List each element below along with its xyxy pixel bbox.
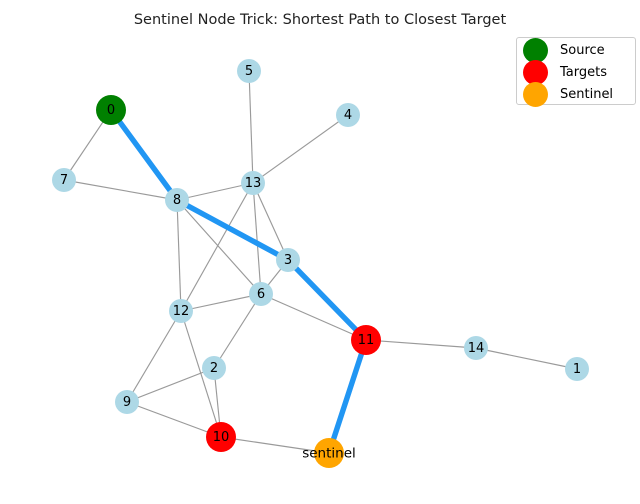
graph-node-3[interactable] xyxy=(276,248,300,272)
graph-edge xyxy=(285,257,369,343)
graph-node-7[interactable] xyxy=(52,168,76,192)
graph-node-10[interactable] xyxy=(206,422,236,452)
graph-edge xyxy=(252,182,289,261)
graph-edge xyxy=(326,337,369,456)
graph-node-5[interactable] xyxy=(237,59,261,83)
graph-node-6[interactable] xyxy=(249,282,273,306)
graph-edge xyxy=(63,179,178,201)
graph-edge xyxy=(176,199,182,312)
graph-edge xyxy=(475,347,578,370)
graph-node-14[interactable] xyxy=(464,336,488,360)
legend-dot-targets xyxy=(523,59,548,85)
graph-edge xyxy=(248,70,254,184)
graph-edge xyxy=(176,182,254,201)
graph-edge xyxy=(180,293,262,312)
legend-item-sentinel: Sentinel xyxy=(523,81,614,107)
graph-edge xyxy=(126,367,215,403)
graph-node-9[interactable] xyxy=(115,390,139,414)
graph-node-12[interactable] xyxy=(169,299,193,323)
graph-edge xyxy=(252,182,262,295)
graph-edge xyxy=(260,293,367,341)
graph-node-11[interactable] xyxy=(351,325,381,355)
graph-node-8[interactable] xyxy=(165,188,189,212)
graph-node-0[interactable] xyxy=(96,95,126,125)
graph-edge xyxy=(180,182,254,312)
legend: Source Targets Sentinel xyxy=(516,37,636,107)
graph-edge xyxy=(126,401,222,438)
graph-edge xyxy=(252,114,349,184)
legend-label-targets: Targets xyxy=(560,64,607,80)
graph-node-sentinel[interactable] xyxy=(314,438,344,468)
graph-node-4[interactable] xyxy=(336,103,360,127)
highlighted-path-layer xyxy=(108,107,369,456)
graph-node-1[interactable] xyxy=(565,357,589,381)
graph-edge xyxy=(174,197,291,263)
legend-item-targets: Targets xyxy=(523,59,607,85)
legend-item-source: Source xyxy=(523,37,605,63)
graph-edge xyxy=(365,339,477,349)
legend-label-sentinel: Sentinel xyxy=(560,86,614,102)
legend-dot-source xyxy=(523,37,548,63)
page-title: Sentinel Node Trick: Shortest Path to Cl… xyxy=(133,12,507,28)
graph-node-13[interactable] xyxy=(241,171,265,195)
legend-dot-sentinel xyxy=(523,81,548,107)
graph-edge xyxy=(108,107,180,203)
graph-node-2[interactable] xyxy=(202,356,226,380)
graph-edge xyxy=(220,436,330,454)
graph-edge xyxy=(176,199,262,295)
graph-edge xyxy=(126,310,182,403)
legend-label-source: Source xyxy=(560,42,605,58)
edge-layer xyxy=(63,70,578,454)
graph-edge xyxy=(180,310,222,438)
graph-edge xyxy=(213,293,262,369)
